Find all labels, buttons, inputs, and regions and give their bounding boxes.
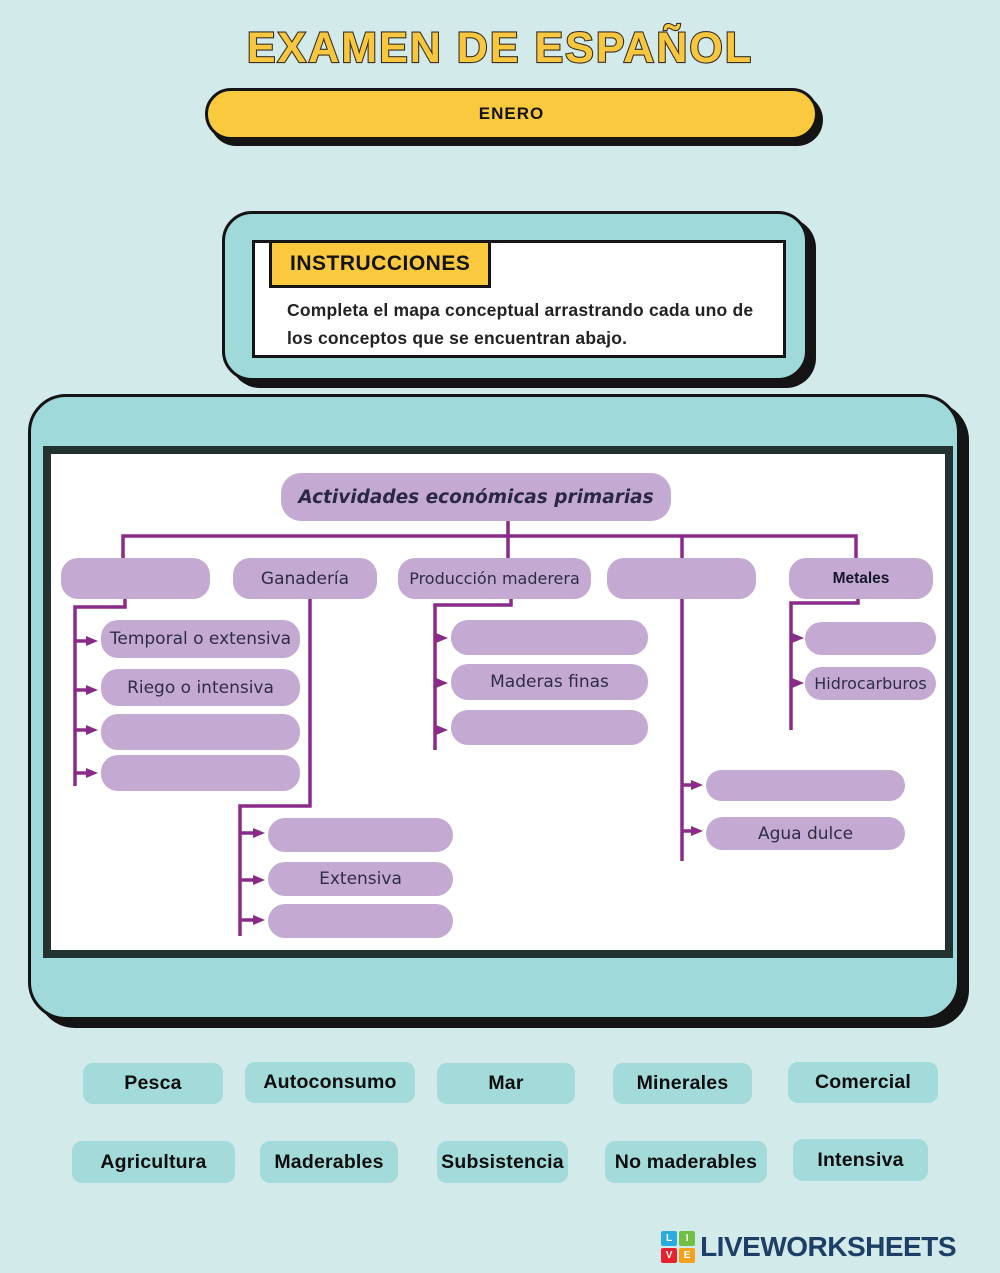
chip-comercial[interactable]: Comercial xyxy=(788,1062,938,1103)
concept-map-card: Actividades económicas primarias Ganader… xyxy=(28,394,960,1020)
map-node-hidrocarburos: Hidrocarburos xyxy=(805,667,936,700)
chip-maderables[interactable]: Maderables xyxy=(260,1141,398,1183)
map-slot-agricultura[interactable] xyxy=(61,558,210,599)
instructions-card: INSTRUCCIONES Completa el mapa conceptua… xyxy=(222,211,808,381)
map-node-riego-intensiva: Riego o intensiva xyxy=(101,669,300,706)
logo-tile-i: I xyxy=(679,1231,696,1246)
map-node-root: Actividades económicas primarias xyxy=(281,473,671,521)
instructions-heading: INSTRUCCIONES xyxy=(269,240,492,288)
chip-intensiva[interactable]: Intensiva xyxy=(793,1139,928,1181)
map-slot-ganaderia-child-3[interactable] xyxy=(268,904,453,938)
chip-autoconsumo[interactable]: Autoconsumo xyxy=(245,1062,415,1103)
map-node-metales: Metales xyxy=(789,558,933,599)
map-node-maderas-finas: Maderas finas xyxy=(451,664,648,700)
map-slot-pesca-child-1[interactable] xyxy=(706,770,905,801)
map-node-temporal-extensiva: Temporal o extensiva xyxy=(101,620,300,658)
liveworksheets-wordmark: LIVEWORKSHEETS xyxy=(700,1231,956,1262)
map-slot-maderera-child-3[interactable] xyxy=(451,710,648,745)
map-node-agua-dulce: Agua dulce xyxy=(706,817,905,850)
chip-subsistencia[interactable]: Subsistencia xyxy=(437,1141,568,1183)
map-slot-mineria-child-1[interactable] xyxy=(805,622,936,655)
liveworksheets-footer: L I V E LIVEWORKSHEETS xyxy=(661,1228,956,1266)
page-title: EXAMEN DE ESPAÑOL xyxy=(246,23,754,73)
map-slot-ganaderia-child-1[interactable] xyxy=(268,818,453,852)
liveworksheets-logo-icon: L I V E xyxy=(661,1231,696,1263)
chip-mar[interactable]: Mar xyxy=(437,1063,575,1104)
chip-minerales[interactable]: Minerales xyxy=(613,1063,752,1104)
map-slot-agricultura-child-3[interactable] xyxy=(101,714,300,750)
chip-no-maderables[interactable]: No maderables xyxy=(605,1141,767,1183)
map-slot-agricultura-child-4[interactable] xyxy=(101,755,300,791)
instructions-text: Completa el mapa conceptual arrastrando … xyxy=(287,300,754,349)
logo-tile-e: E xyxy=(679,1248,696,1263)
map-node-extensiva: Extensiva xyxy=(268,862,453,896)
map-slot-maderera-child-1[interactable] xyxy=(451,620,648,655)
logo-tile-v: V xyxy=(661,1248,678,1263)
chip-agricultura[interactable]: Agricultura xyxy=(72,1141,235,1183)
concept-map-board: Actividades económicas primarias Ganader… xyxy=(43,446,953,958)
map-node-ganaderia: Ganadería xyxy=(233,558,377,599)
map-node-produccion-maderera: Producción maderera xyxy=(398,558,591,599)
logo-tile-l: L xyxy=(661,1231,678,1246)
map-slot-pesca[interactable] xyxy=(607,558,756,599)
month-banner: ENERO xyxy=(205,88,818,140)
chip-pesca[interactable]: Pesca xyxy=(83,1063,223,1104)
